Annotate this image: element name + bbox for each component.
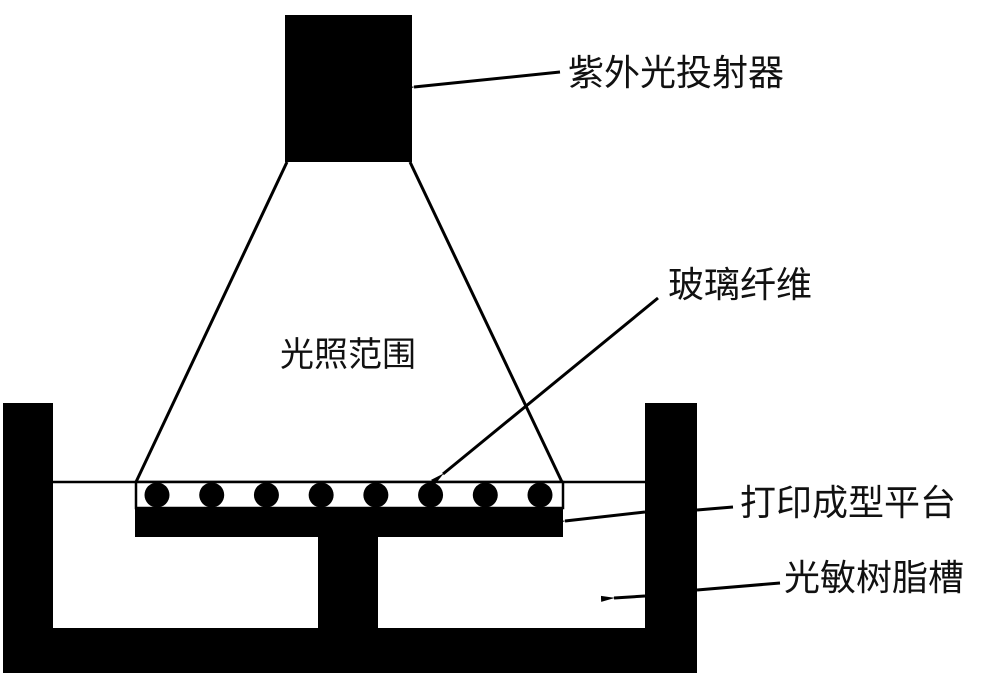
leader-platform-outer [696,505,734,512]
glass-fiber-circle [199,482,225,508]
glass-fiber-circle [308,482,334,508]
light-cone [134,161,564,483]
leader-resin-inner [600,594,646,602]
label-uv-projector: 紫外光投射器 [568,53,784,94]
glass-fiber-circle [472,482,498,508]
uv-projector [285,15,412,162]
glass-fiber-circle [527,482,553,508]
label-glass-fiber: 玻璃纤维 [668,265,812,306]
light-cone-left-edge [134,161,289,483]
tank-bottom [3,628,697,673]
leader-platform-inner [551,510,646,526]
glass-fiber-circle [418,482,444,508]
resin-tank [3,403,697,673]
light-cone-right-edge [408,161,564,483]
platform-slab [135,507,563,537]
label-light-range: 光照范围 [280,335,416,375]
leader-resin-outer [696,581,781,592]
label-build-platform: 打印成型平台 [740,483,956,524]
glass-fiber-circle [253,482,279,508]
glass-fiber-circle [144,482,170,508]
build-platform [135,507,563,630]
label-resin-tank: 光敏树脂槽 [784,558,964,599]
glass-fiber-row [144,482,553,508]
leader-projector [400,70,561,92]
platform-stem [318,535,378,630]
glass-fiber-circle [363,482,389,508]
leader-glass-fiber [431,296,659,485]
